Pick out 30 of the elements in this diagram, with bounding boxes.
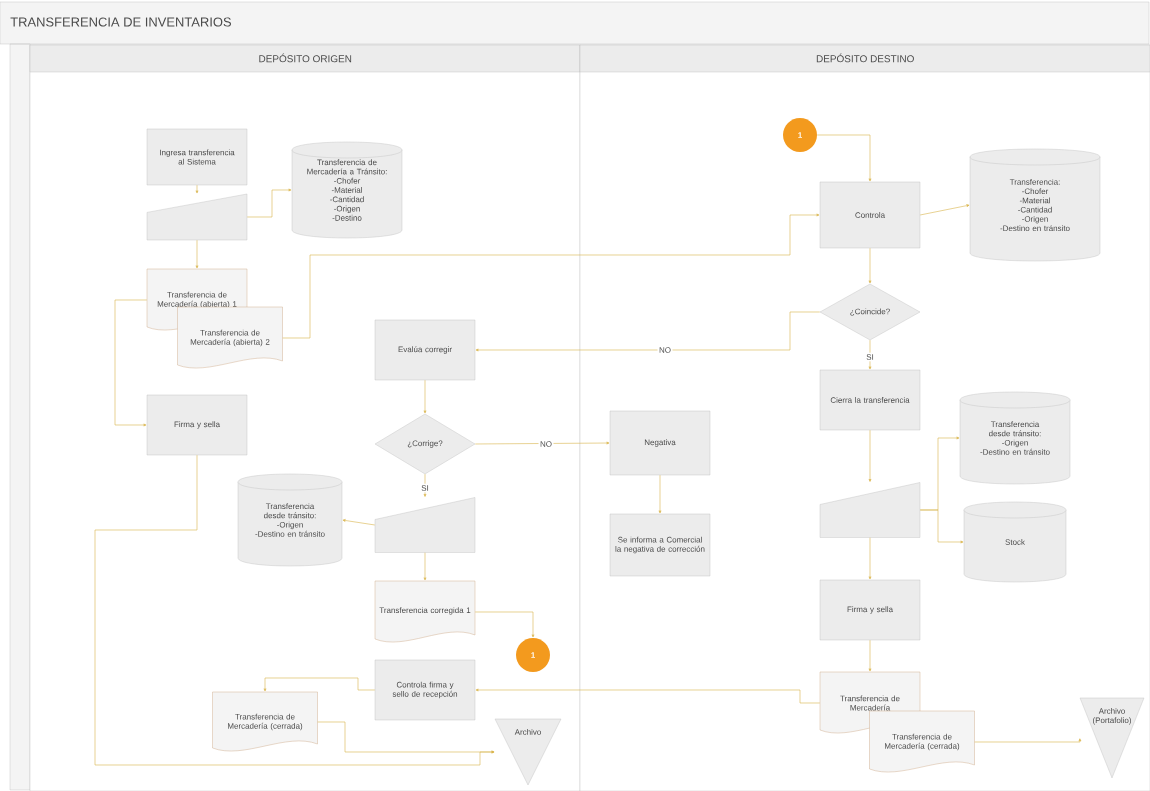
arrow (475, 311, 821, 352)
manual-input-shape (819, 482, 921, 538)
diagram-title: TRANSFERENCIA DE INVENTARIOS (10, 17, 231, 27)
arrow (919, 509, 964, 544)
manual-input-shape (374, 497, 476, 553)
arrow (868, 639, 872, 672)
arrow (423, 379, 427, 414)
arrow (246, 188, 292, 218)
arrow (195, 239, 199, 269)
arrow (195, 184, 199, 194)
arrow (263, 677, 376, 692)
manual-input-shape (146, 193, 248, 241)
arrow (114, 299, 148, 427)
arrow (474, 441, 610, 445)
arrow (475, 688, 821, 704)
arrow (868, 429, 872, 482)
arrow (919, 204, 970, 216)
arrow (423, 473, 427, 497)
arrow (317, 721, 495, 754)
arrow (474, 611, 535, 638)
arrow (868, 537, 872, 580)
node-label: DEPÓSITO ORIGEN (259, 53, 352, 63)
arrow (423, 552, 427, 581)
arrow (868, 247, 872, 284)
arrow (974, 738, 1082, 743)
arrow (816, 134, 872, 182)
arrow (282, 213, 820, 339)
arrow (658, 474, 662, 514)
arrow (342, 519, 376, 526)
arrow (868, 339, 872, 370)
